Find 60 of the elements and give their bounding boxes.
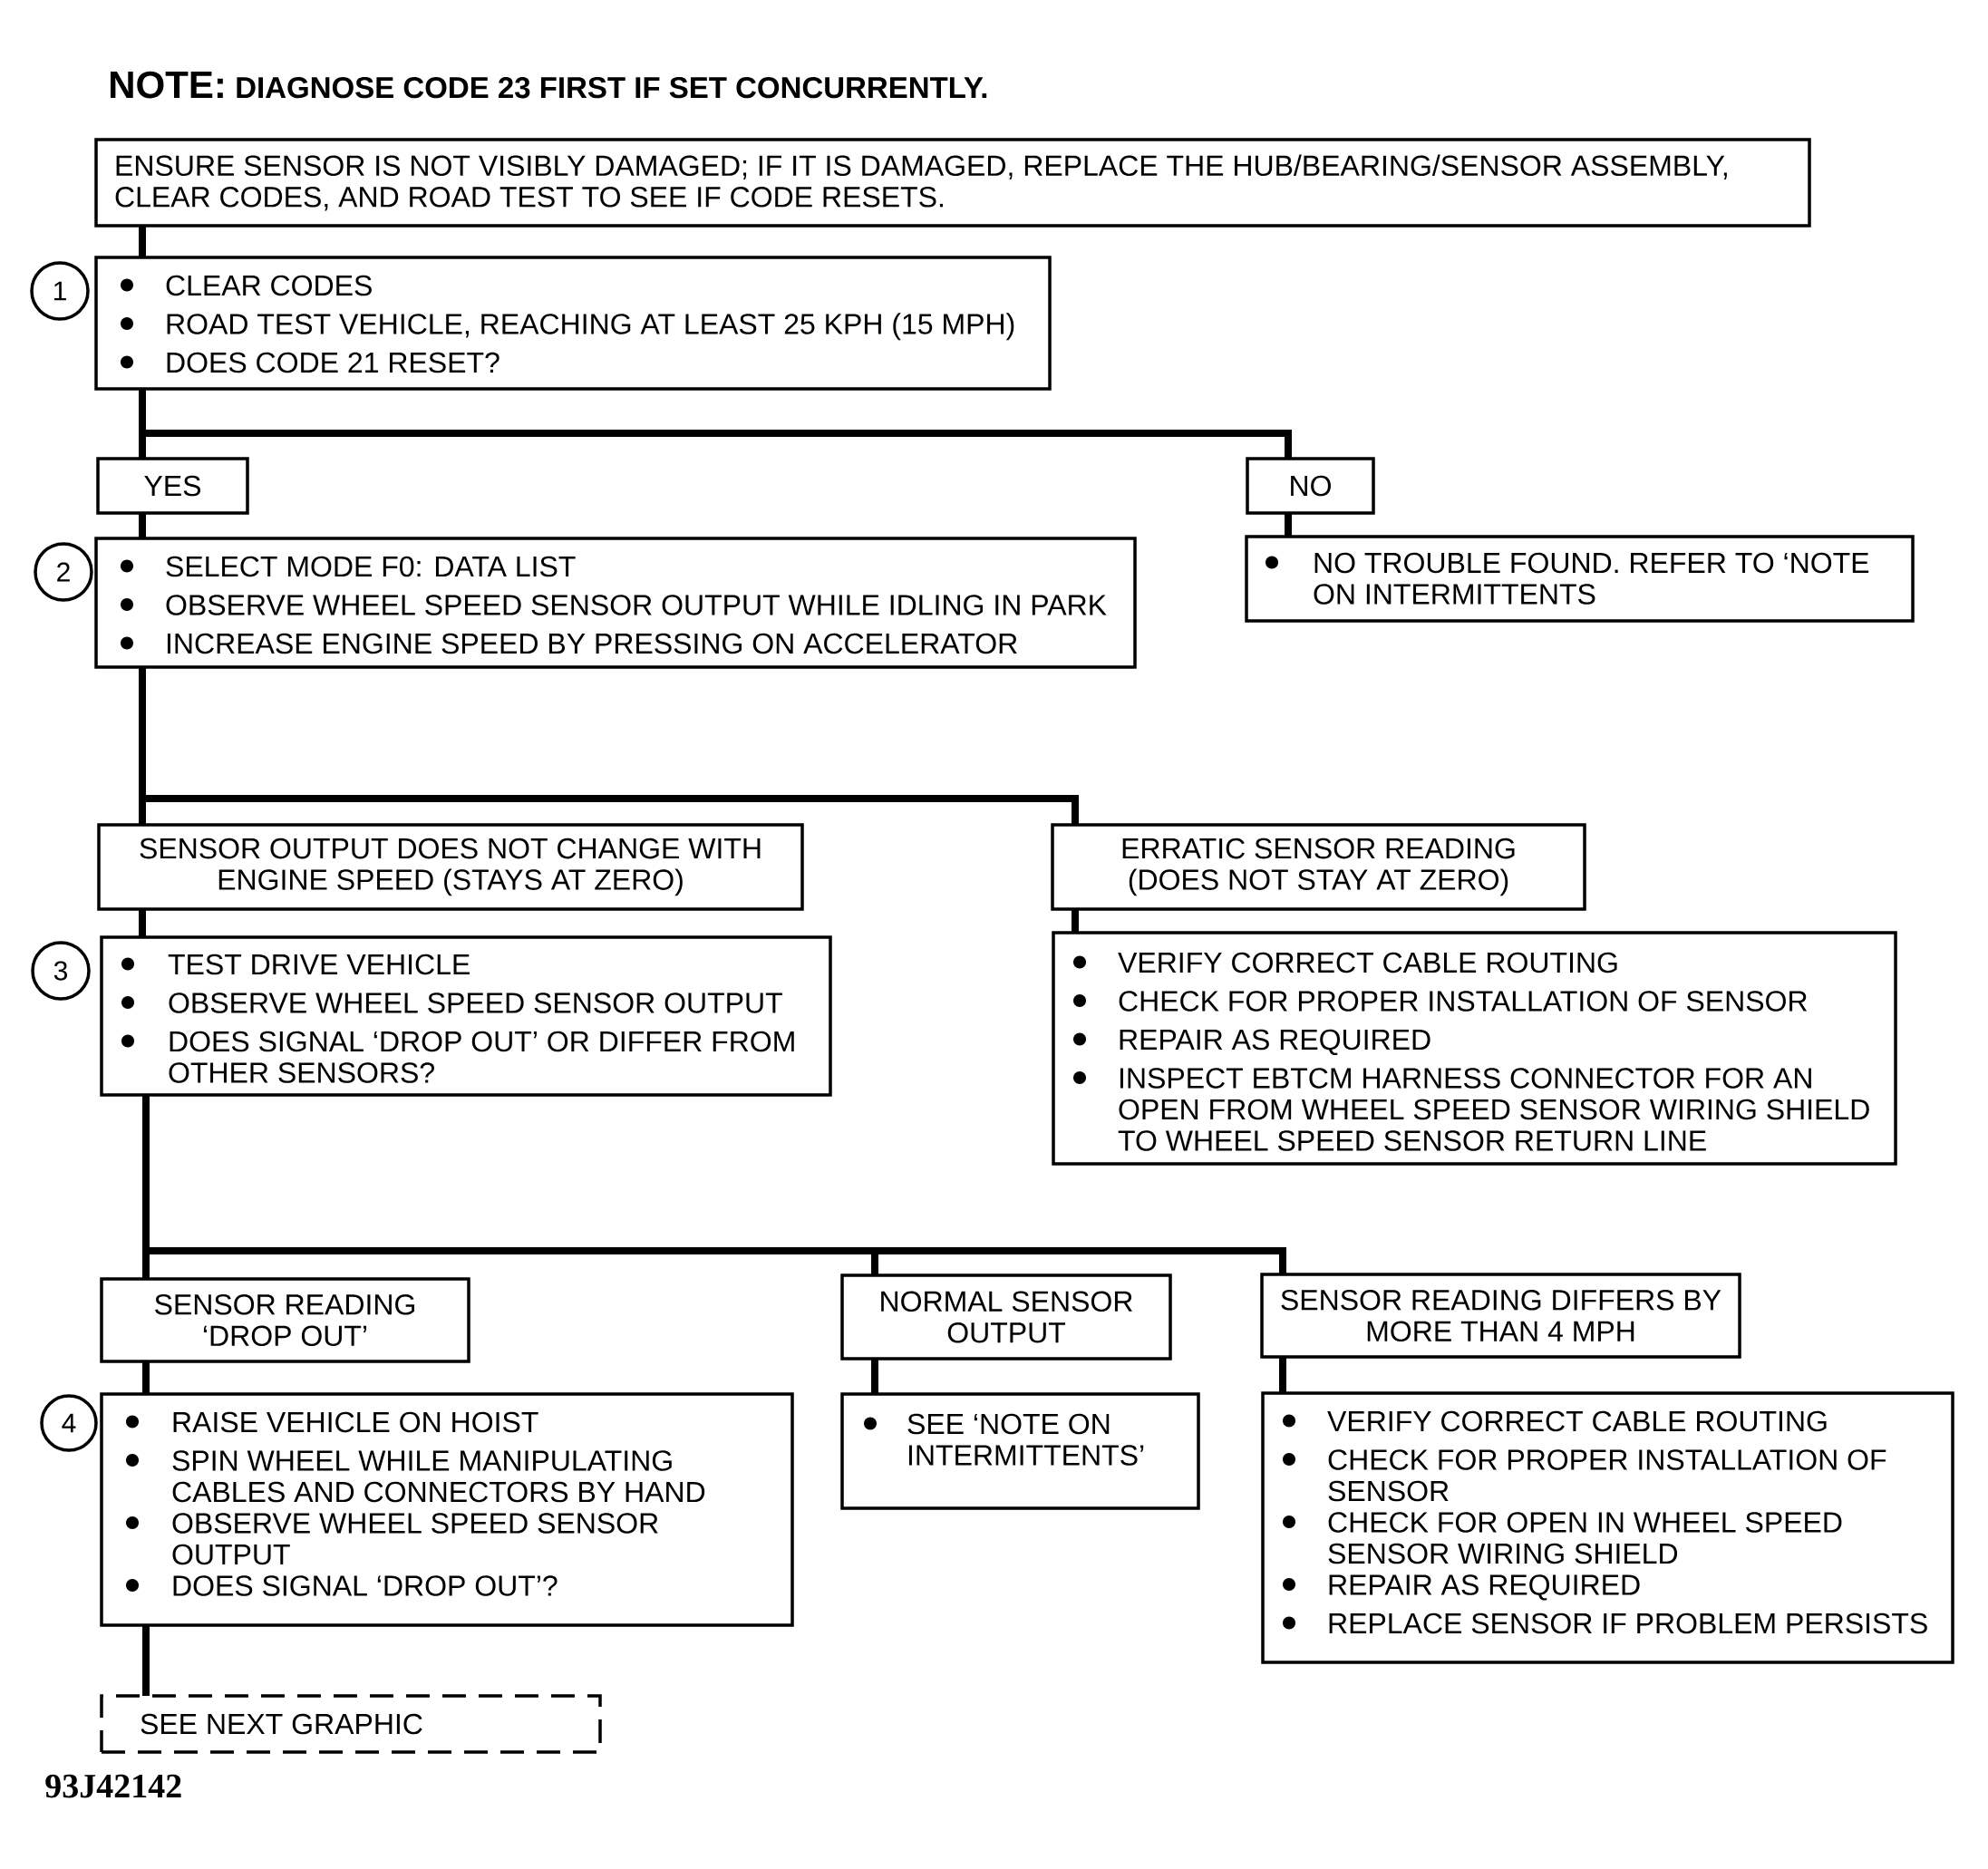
list-item-text: OBSERVE WHEEL SPEED SENSOR OUTPUT (172, 1513, 658, 1565)
step-box (100, 935, 832, 1097)
connector-line (139, 389, 1292, 459)
instruction-box: ENSURE SENSOR IS NOT VISIBLY DAMAGED; IF IT IS DAMAGED, REPLACE THE HUB/BEARING/SENSOR ASSEMBLY, CLEAR CODES, AND ROAD TEST TO SEE IF CODE RESETS. (94, 138, 1811, 228)
list-item-text: CHECK FOR PROPER INSTALLATION OF SENSOR (1119, 991, 1808, 1012)
list-item-text: RAISE VEHICLE ON HOIST (173, 1411, 538, 1433)
step-number: 2 (34, 542, 93, 602)
action-box (1261, 1391, 1954, 1664)
connector-line (139, 909, 146, 937)
list-item-text: VERIFY CORRECT CABLE ROUTING (1327, 1410, 1827, 1432)
connector-line (142, 1625, 150, 1697)
condition-box: SENSOR OUTPUT DOES NOT CHANGE WITH ENGINE SPEED (STAYS AT ZERO) (97, 823, 804, 911)
list-item-text: CLEAR CODES (166, 275, 372, 296)
connector-line (139, 226, 146, 257)
connector-line (1072, 909, 1079, 933)
figure-number: 93J42142 (45, 1774, 181, 1798)
connector-line (142, 1095, 1286, 1279)
action-box (840, 1392, 1200, 1510)
step-box (94, 537, 1137, 669)
connector-line (139, 513, 146, 538)
step-box (100, 1392, 794, 1627)
note-heading: NOTE: (111, 71, 223, 99)
connector-line (871, 1359, 878, 1394)
list-item-text: INCREASE ENGINE SPEED BY PRESSING ON ACCELERATOR (167, 633, 1017, 654)
note-text: DIAGNOSE CODE 23 FIRST IF SET CONCURRENTLY. (237, 76, 987, 99)
action-box (1245, 535, 1915, 623)
step-number: 4 (40, 1394, 98, 1452)
connector-line (1279, 1357, 1286, 1393)
connector-line (139, 667, 1079, 825)
condition-box: ERRATIC SENSOR READING (DOES NOT STAY AT ZERO) (1051, 823, 1586, 911)
connector-line (142, 1361, 150, 1394)
step-number: 1 (30, 261, 90, 321)
list-item-text: CHECK FOR PROPER INSTALLATION OF SENSOR (1328, 1449, 1886, 1502)
condition-box: SENSOR READING ‘DROP OUT’ (100, 1277, 470, 1363)
list-item-text: INSPECT EBTCM HARNESS CONNECTOR FOR AN OPEN FROM WHEEL SPEED SENSOR WIRING SHIELD TO WHEEL SPEED SENSOR RETURN LINE (1118, 1068, 1869, 1151)
list-item-text: NO TROUBLE FOUND. REFER TO ‘NOTE ON INTERMITTENTS (1314, 552, 1869, 605)
action-box (1052, 931, 1897, 1166)
list-item-text: DOES SIGNAL ‘DROP OUT’? (173, 1575, 558, 1596)
list-item-text: REPLACE SENSOR IF PROBLEM PERSISTS (1329, 1612, 1927, 1634)
list-item-text: OBSERVE WHEEL SPEED SENSOR OUTPUT (169, 993, 782, 1013)
list-item-text: REPAIR AS REQUIRED (1120, 1029, 1430, 1056)
step-number: 3 (31, 941, 91, 1001)
list-item-text: DOES CODE 21 RESET? (167, 352, 499, 373)
list-item-text: SPIN WHEEL WHILE MANIPULATING CABLES AND CONNECTORS BY HAND (172, 1450, 705, 1503)
step-box (94, 256, 1052, 391)
continuation-box: SEE NEXT GRAPHIC (100, 1694, 602, 1754)
list-item-text: DOES SIGNAL ‘DROP OUT’ OR DIFFER FROM OTHER SENSORS? (169, 1031, 794, 1083)
list-item-text: TEST DRIVE VEHICLE (168, 954, 470, 975)
connector-line (1285, 513, 1292, 537)
list-item-text: CHECK FOR OPEN IN WHEEL SPEED SENSOR WIRING SHIELD (1328, 1512, 1842, 1564)
outcome-box: YES (96, 457, 249, 515)
list-item-text: REPAIR AS REQUIRED (1329, 1574, 1640, 1601)
list-item-text: VERIFY CORRECT CABLE ROUTING (1118, 952, 1617, 973)
list-item-text: SEE ‘NOTE ON INTERMITTENTS’ (907, 1413, 1144, 1466)
condition-box: SENSOR READING DIFFERS BY MORE THAN 4 MPH (1260, 1273, 1741, 1359)
list-item-text: ROAD TEST VEHICLE, REACHING AT LEAST 25 KPH (15 MPH) (167, 313, 1014, 341)
outcome-box: NO (1246, 457, 1375, 515)
list-item-text: OBSERVE WHEEL SPEED SENSOR OUTPUT WHILE IDLING IN PARK (166, 595, 1107, 615)
list-item-text: SELECT MODE F0: DATA LIST (166, 556, 576, 577)
condition-box: NORMAL SENSOR OUTPUT (840, 1273, 1172, 1361)
